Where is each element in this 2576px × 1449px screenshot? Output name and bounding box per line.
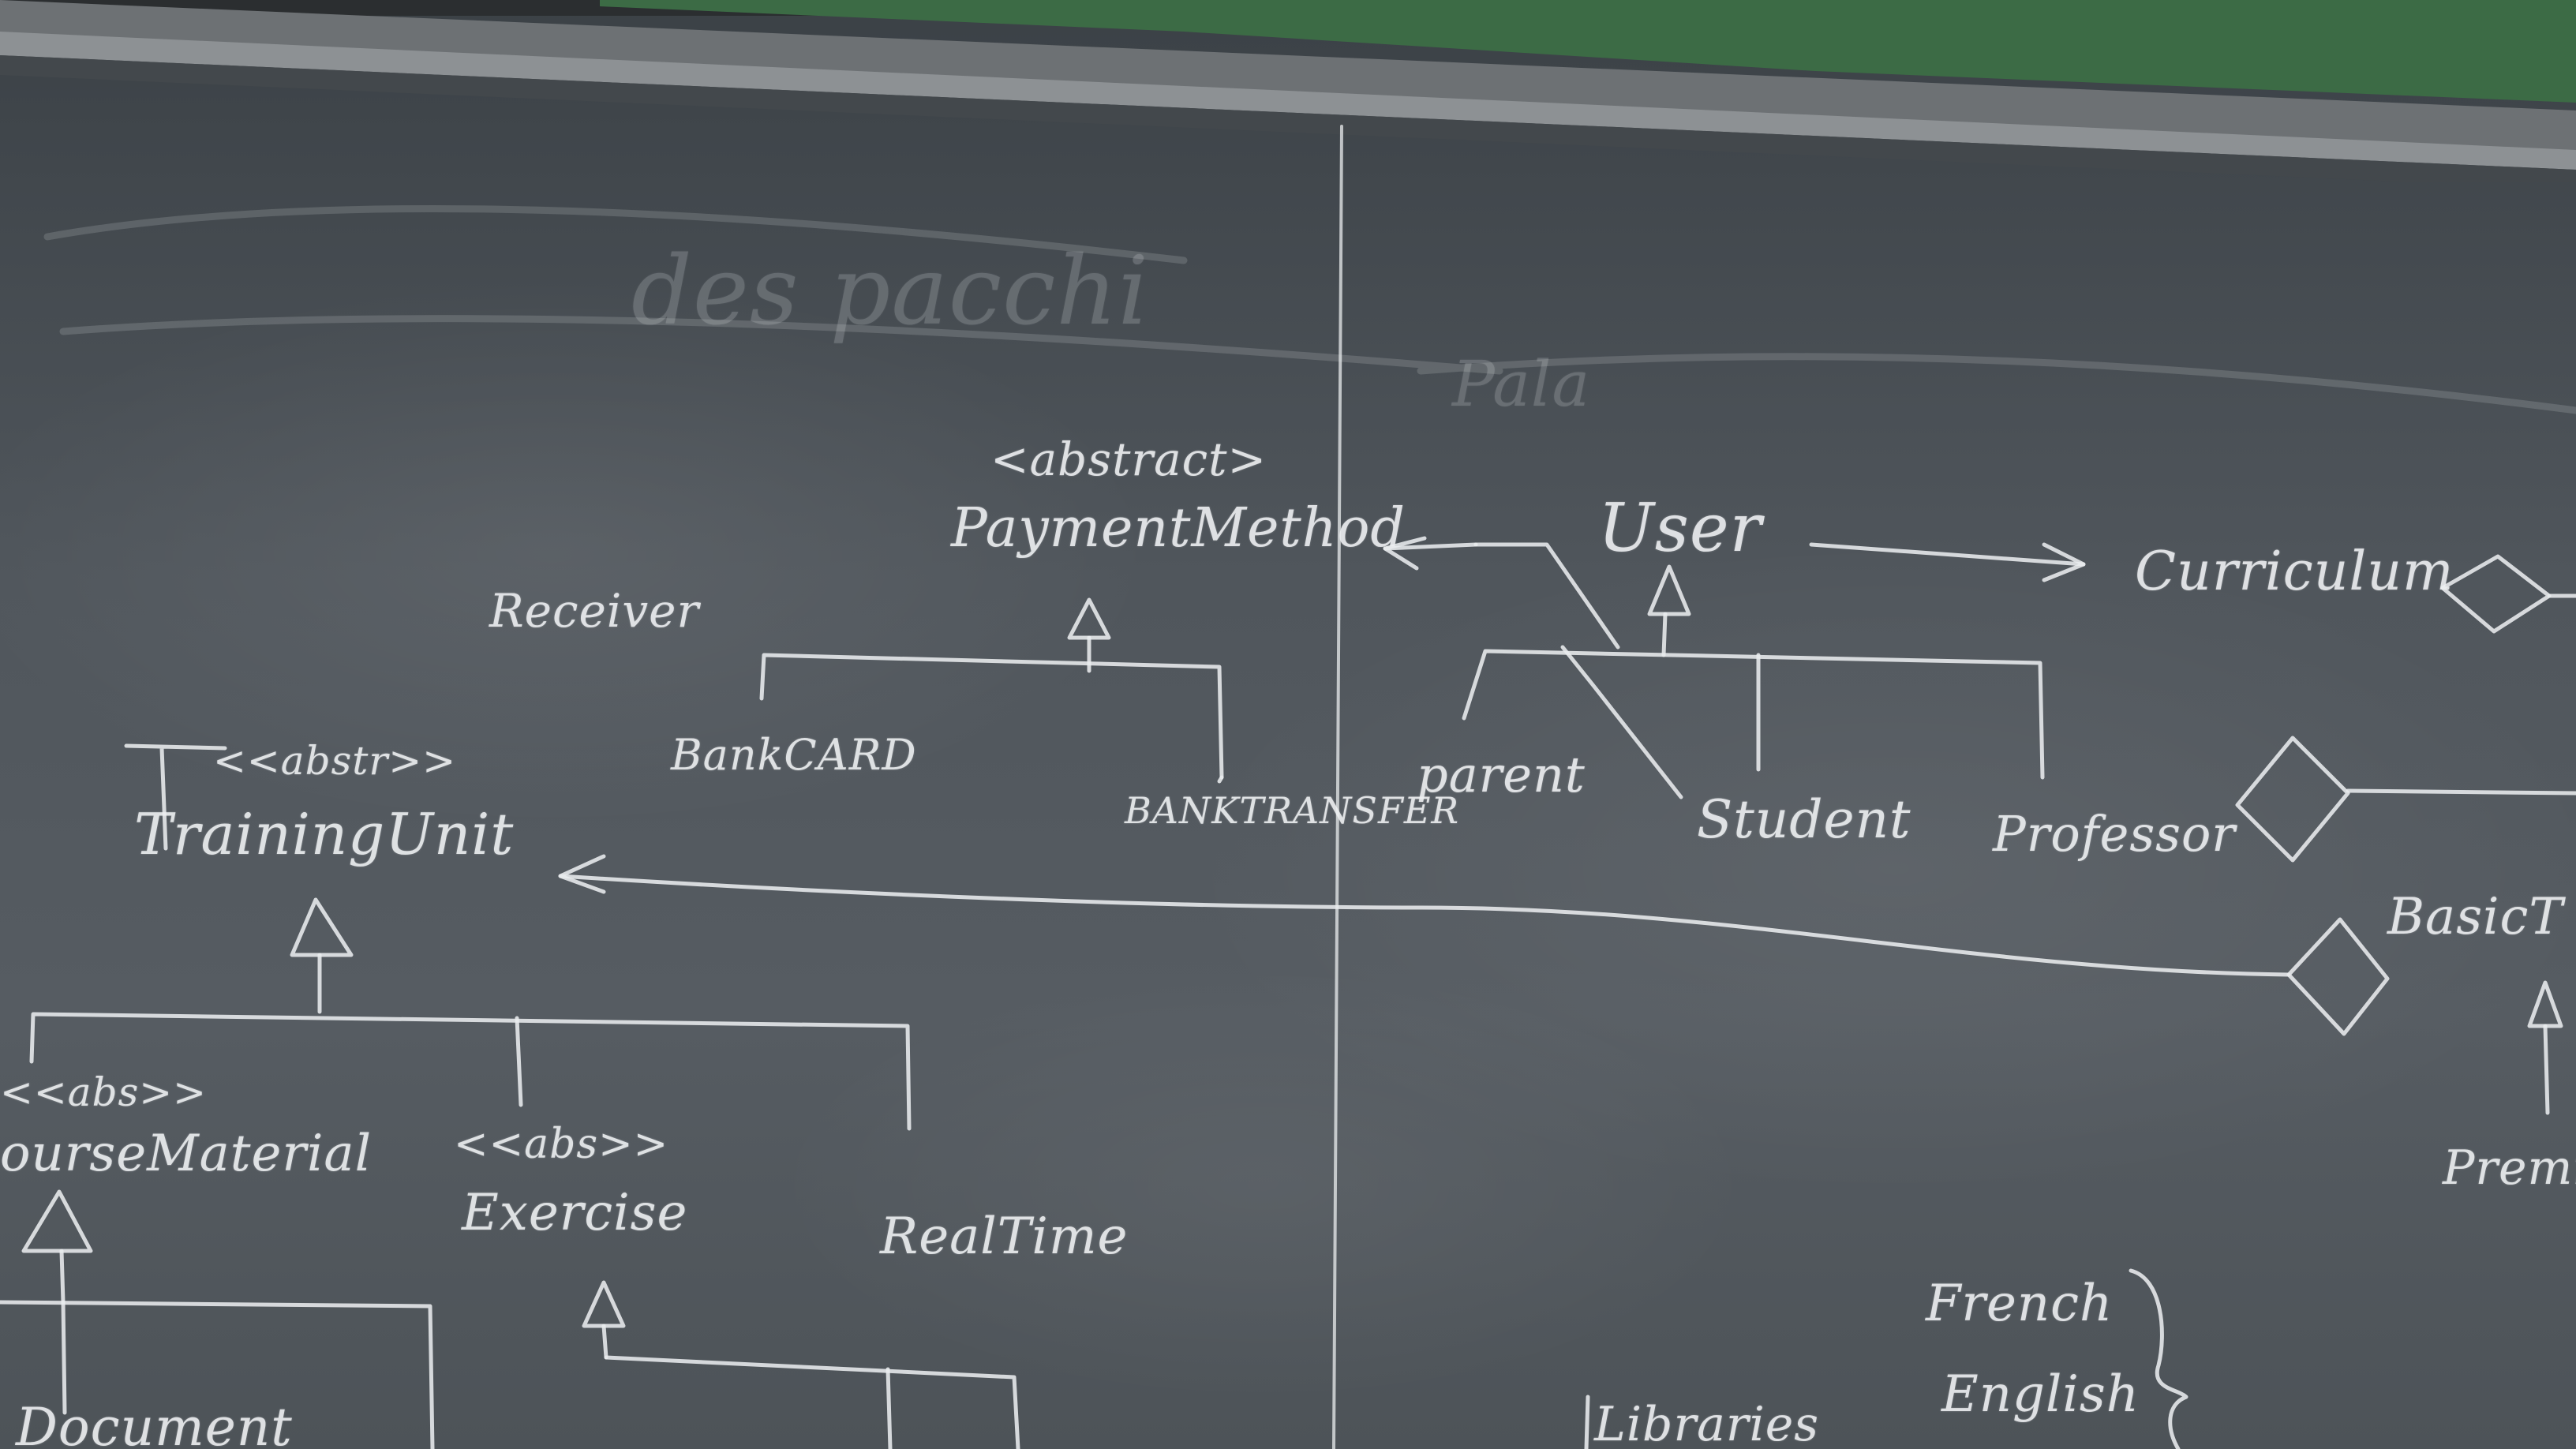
bank-transfer-class: BANKTRANSFER	[1125, 789, 1460, 832]
real-time-class: RealTime	[880, 1208, 1129, 1266]
course-material-inheritance	[0, 1189, 435, 1449]
parent-class: parent	[1417, 746, 1586, 803]
user-inheritance	[1462, 564, 2045, 799]
premium-class: Premi	[2443, 1140, 2576, 1196]
training-unit-association	[558, 854, 2390, 1036]
basic-inheritance	[2527, 980, 2563, 1115]
board-seam-line	[1332, 125, 1343, 1449]
student-class: Student	[1697, 789, 1911, 850]
training-unit-letter-t	[124, 743, 227, 851]
payment-user-association	[1383, 536, 1620, 650]
exercise-stereotype: <<abs>>	[454, 1121, 669, 1168]
payment-method-class: PaymentMethod	[951, 497, 1406, 560]
erased-smudge	[43, 204, 2576, 414]
course-material-class: ourseMaterial	[0, 1125, 373, 1183]
professor-composition-diamond	[2235, 736, 2350, 863]
training-inheritance	[29, 897, 912, 1131]
course-material-stereotype: <<abs>>	[0, 1069, 208, 1115]
curriculum-class: Curriculum	[2135, 541, 2454, 603]
curriculum-aggregation-diamond	[2440, 554, 2552, 634]
library-class: Libraries	[1594, 1397, 1820, 1449]
exercise-inheritance	[582, 1280, 1020, 1449]
payment-method-stereotype: <abstract>	[990, 432, 1267, 486]
training-unit-class: TrainingUnit	[134, 801, 515, 867]
basic-class: BasicT	[2387, 888, 2564, 946]
user-class: User	[1598, 489, 1762, 567]
french-class: French	[1926, 1275, 2114, 1333]
english-class: English	[1941, 1365, 2140, 1424]
board-top-frame	[0, 0, 2576, 182]
exercise-class: Exercise	[462, 1184, 688, 1242]
professor-class: Professor	[1993, 805, 2236, 863]
document-class: Document	[16, 1397, 293, 1449]
erased-title-right: Pala	[1452, 347, 1591, 421]
receiver-class: Receiver	[489, 584, 700, 638]
payment-inheritance	[759, 597, 1224, 784]
user-curriculum-association	[1809, 542, 2086, 582]
erased-title-left: des pacchi	[631, 237, 1149, 346]
bank-card-class: BankCARD	[671, 730, 917, 780]
library-bracket	[1584, 1395, 1590, 1449]
training-unit-stereotype: <<abstr>>	[213, 738, 457, 784]
language-brace	[2129, 1268, 2188, 1449]
